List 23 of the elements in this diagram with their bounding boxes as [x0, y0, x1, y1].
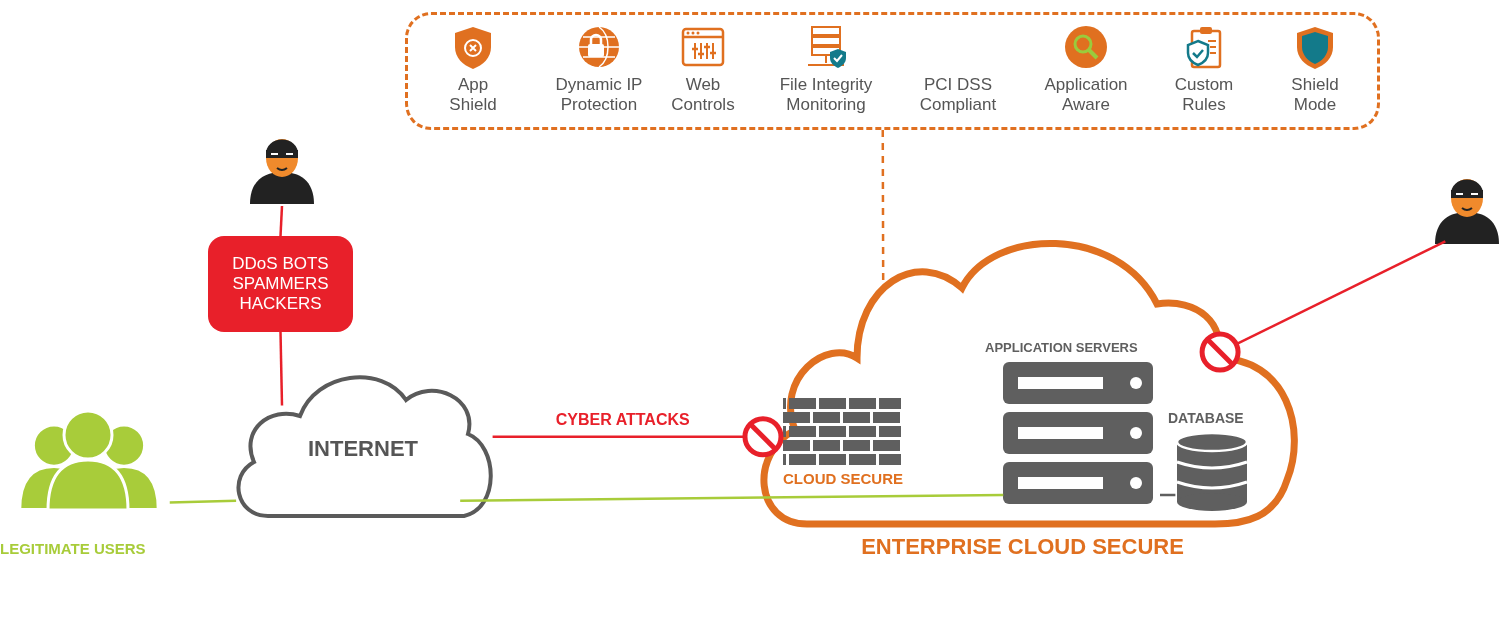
connector-line: [460, 493, 1004, 502]
feature-label: PCI DSS Compliant: [918, 75, 998, 115]
feature-label: Custom Rules: [1173, 75, 1235, 115]
feature-label: Application Aware: [1043, 75, 1129, 115]
feature-label: Web Controls: [670, 75, 736, 115]
database-label: DATABASE: [1168, 410, 1244, 426]
connector-line: [169, 499, 237, 504]
connector-line: [1160, 493, 1176, 497]
connector-line: [279, 331, 284, 406]
feature-label: App Shield: [448, 75, 498, 115]
feature-label: Shield Mode: [1290, 75, 1340, 115]
feature-panel: [405, 12, 1380, 130]
users-label: LEGITIMATE USERS: [0, 540, 146, 557]
feature-label: Dynamic IP Protection: [554, 75, 644, 115]
cloud-title: ENTERPRISE CLOUD SECURE: [860, 534, 1185, 560]
threat-box: DDoS BOTS SPAMMERS HACKERS: [208, 236, 353, 332]
blocked-connector: [492, 416, 784, 458]
feature-label: File Integrity Monitoring: [778, 75, 874, 115]
blocked-connector: [1199, 240, 1446, 373]
connector-line: [279, 205, 284, 237]
cloud-label: INTERNET: [307, 436, 419, 462]
servers-label: APPLICATION SERVERS: [985, 340, 1138, 355]
firewall-label: CLOUD SECURE: [783, 470, 903, 487]
